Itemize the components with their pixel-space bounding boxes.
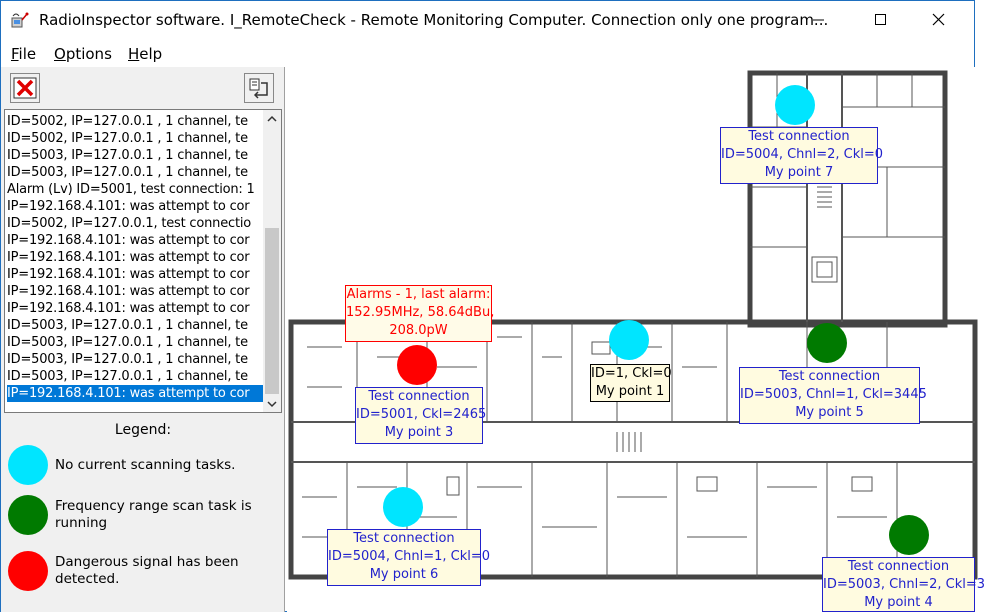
alarm-label-line: 208.0pW [389,323,448,338]
log-item[interactable]: ID=5002, IP=127.0.0.1, test connectio [7,216,252,231]
point-label-line: Test connection [368,389,470,404]
transfer-icon [249,78,268,99]
log-item[interactable]: ID=5003, IP=127.0.0.1 , 1 channel, te [7,165,248,180]
log-item[interactable]: ID=5002, IP=127.0.0.1 , 1 channel, te [7,131,248,146]
log-item[interactable]: ID=5003, IP=127.0.0.1 , 1 channel, te [7,318,248,333]
log-item[interactable]: IP=192.168.4.101: was attempt to cor [7,267,250,282]
log-item[interactable]: IP=192.168.4.101: was attempt to cor [7,250,250,265]
point-label-line: ID=5001, Ckl=2465 [356,407,487,422]
point-label-line: Test connection [847,559,950,574]
close-window-button[interactable] [916,1,962,39]
log-item-selected[interactable]: IP=192.168.4.101: was attempt to cor [6,384,264,403]
point-1-label[interactable]: ID=1, Ckl=0 My point 1 [590,364,672,402]
log-item[interactable]: ID=5003, IP=127.0.0.1 , 1 channel, te [7,148,248,163]
point-3-alarm-label[interactable]: Alarms - 1, last alarm: 152.95MHz, 58.64… [345,285,495,342]
chevron-down-icon [267,400,277,407]
alarm-label-line: Alarms - 1, last alarm: [346,287,491,302]
legend-text: No current scanning tasks. [55,457,236,473]
scanning-status-dot [8,495,48,535]
point-7-label[interactable]: Test connection ID=5004, Chnl=2, Ckl=0 M… [720,127,884,184]
point-label-line: Test connection [778,369,881,384]
legend-item-scanning: Frequency range scan task is running [8,495,278,537]
menu-bar: File Options Help [1,41,974,67]
title-bar: RadioInspector software. I_RemoteCheck -… [1,1,974,39]
point-5-label[interactable]: Test connection ID=5003, Chnl=1, Ckl=344… [739,367,927,424]
menu-help[interactable]: Help [128,45,163,63]
point-4-label[interactable]: Test connection ID=5003, Chnl=2, Ckl=3 M… [822,557,985,612]
point-label-line: Test connection [353,531,455,546]
log-item[interactable]: IP=192.168.4.101: was attempt to cor [7,199,250,214]
point-label-line: ID=1, Ckl=0 [591,366,672,381]
alarm-label-line: 152.95MHz, 58.64dBu, [346,305,495,320]
point-label-line: My point 3 [384,425,454,440]
point-3-label[interactable]: Test connection ID=5001, Ckl=2465 My poi… [355,387,487,444]
minimize-icon [813,19,824,21]
app-radio-icon [11,12,29,28]
legend-item-idle: No current scanning tasks. [8,445,278,487]
event-log-list[interactable]: ID=5002, IP=127.0.0.1 , 1 channel, te ID… [4,109,282,413]
sensor-marker-point-1[interactable] [609,320,649,360]
log-scrollbar[interactable] [263,110,281,412]
close-icon [932,13,945,26]
log-item[interactable]: IP=192.168.4.101: was attempt to cor [7,233,250,248]
scroll-down-button[interactable] [263,395,281,412]
clear-log-button[interactable] [10,73,40,103]
point-label-line: My point 6 [369,567,439,582]
log-item[interactable]: ID=5003, IP=127.0.0.1 , 1 channel, te [7,352,248,367]
log-item[interactable]: ID=5003, IP=127.0.0.1 , 1 channel, te [7,335,248,350]
log-item[interactable]: Alarm (Lv) ID=5001, test connection: 1 [7,182,255,197]
legend-item-alarm: Dangerous signal has been detected. [8,551,278,593]
log-item[interactable]: IP=192.168.4.101: was attempt to cor [7,284,250,299]
point-label-line: ID=5004, Chnl=2, Ckl=0 [721,147,884,162]
point-label-line: ID=5003, Chnl=2, Ckl=3 [823,577,985,592]
point-label-line: ID=5003, Chnl=1, Ckl=3445 [740,387,927,402]
sensor-marker-point-7[interactable] [775,85,815,125]
maximize-button[interactable] [858,1,904,39]
log-item[interactable]: IP=192.168.4.101: was attempt to cor [7,301,250,316]
legend-title: Legend: [114,422,172,438]
point-label-line: My point 1 [595,384,665,399]
point-label-line: My point 5 [795,405,864,420]
maximize-icon [875,14,886,25]
log-item[interactable]: ID=5003, IP=127.0.0.1 , 1 channel, te [7,369,248,384]
menu-options[interactable]: Options [54,45,112,63]
idle-status-dot [8,445,48,485]
point-label-line: ID=5004, Chnl=1, Ckl=0 [328,549,491,564]
point-label-line: Test connection [748,129,850,144]
point-label-line: My point 7 [764,165,834,180]
point-label-line: My point 4 [864,595,933,610]
legend-text: Dangerous signal has been detected. [55,554,239,587]
scroll-up-button[interactable] [263,110,281,127]
export-log-button[interactable] [244,73,274,103]
delete-icon [13,77,37,99]
sensor-marker-point-5[interactable] [807,323,847,363]
point-6-label[interactable]: Test connection ID=5004, Chnl=1, Ckl=0 M… [327,529,491,586]
menu-file[interactable]: File [11,45,37,63]
floor-plan-map[interactable]: Test connection ID=5004, Chnl=2, Ckl=0 M… [287,67,985,612]
sensor-marker-point-4[interactable] [889,515,929,555]
sensor-marker-point-6[interactable] [383,487,423,527]
alarm-status-dot [8,551,48,591]
left-panel: ID=5002, IP=127.0.0.1 , 1 channel, te ID… [1,67,285,612]
sensor-marker-point-3[interactable] [397,345,437,385]
scroll-thumb[interactable] [265,228,279,394]
window-title: RadioInspector software. I_RemoteCheck -… [39,11,829,29]
chevron-up-icon [267,115,277,122]
log-item[interactable]: ID=5002, IP=127.0.0.1 , 1 channel, te [7,114,248,129]
minimize-button[interactable] [796,1,842,39]
legend-text: Frequency range scan task is running [55,498,252,531]
